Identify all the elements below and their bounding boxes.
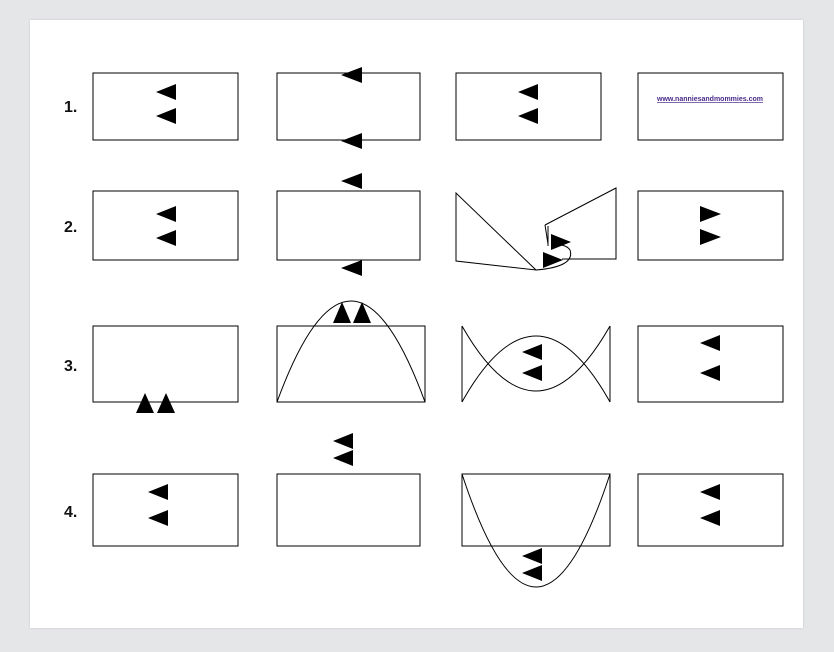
paper-rectangle [276, 473, 421, 547]
arrow-left-icon [522, 344, 542, 360]
step-1-4: www.nanniesandmommies.com [637, 72, 784, 141]
folded-flap-left [455, 191, 538, 271]
arrow-left-icon [522, 548, 542, 564]
fold-curve-lower [461, 325, 611, 392]
paper-rectangle [637, 190, 784, 261]
arrow-right-icon [543, 252, 563, 268]
arrow-right-icon [700, 206, 721, 222]
paper-rectangle [461, 473, 611, 547]
step-4-4 [637, 473, 784, 547]
paper-rectangle [276, 325, 426, 403]
row-label-4: 4. [64, 504, 77, 521]
arrow-right-icon [700, 229, 721, 245]
paper-rectangle [637, 325, 784, 403]
fold-curve-upper [461, 335, 611, 403]
arrow-left-icon [341, 67, 362, 83]
arrow-up-icon [136, 393, 154, 413]
row-label-3: 3. [64, 358, 77, 375]
step-1-2 [276, 67, 421, 149]
paper-rectangle [276, 72, 421, 141]
step-3-2 [276, 300, 426, 403]
arrow-left-icon [156, 108, 176, 124]
arrow-left-icon [700, 335, 720, 351]
arrow-left-icon [341, 260, 362, 276]
arrow-left-icon [522, 365, 542, 381]
step-2-3 [455, 187, 617, 271]
paper-rectangle [455, 72, 602, 141]
step-2-4 [637, 190, 784, 261]
paper-rectangle [92, 473, 239, 547]
paper-rectangle [92, 72, 239, 141]
step-4-1 [92, 473, 239, 547]
paper-rectangle [637, 72, 784, 141]
paper-rectangle [637, 473, 784, 547]
step-3-1 [92, 325, 239, 413]
arrow-left-icon [156, 206, 176, 222]
paper-rectangle [92, 190, 239, 261]
step-4-2 [276, 433, 421, 547]
website-link[interactable]: www.nanniesandmommies.com [656, 96, 763, 103]
arrow-up-icon [353, 302, 371, 323]
arrow-right-icon [551, 234, 571, 250]
step-2-1 [92, 190, 239, 261]
arrow-left-icon [156, 230, 176, 246]
step-3-4 [637, 325, 784, 403]
paper-rectangle [276, 190, 421, 261]
step-4-3 [461, 473, 611, 588]
arrow-up-icon [333, 302, 351, 323]
paper-sheet [30, 20, 803, 628]
step-1-1 [92, 72, 239, 141]
arrow-up-icon [157, 393, 175, 413]
step-2-2 [276, 173, 421, 276]
arrow-left-icon [333, 433, 353, 449]
arrow-left-icon [518, 108, 538, 124]
arrow-left-icon [156, 84, 176, 100]
arrow-left-icon [341, 173, 362, 189]
arrow-left-icon [148, 510, 168, 526]
step-3-3 [461, 325, 611, 403]
arrow-left-icon [700, 510, 720, 526]
fold-edge [544, 224, 549, 246]
paper-rectangle [92, 325, 239, 403]
folded-flap-right [544, 187, 617, 260]
arrow-left-icon [522, 565, 542, 581]
arrow-left-icon [518, 84, 538, 100]
arrow-left-icon [700, 484, 720, 500]
hanging-curve [461, 473, 611, 588]
step-1-3 [455, 72, 602, 141]
arch-curve [276, 300, 426, 403]
arrow-left-icon [148, 484, 168, 500]
row-label-2: 2. [64, 219, 77, 236]
arrow-left-icon [700, 365, 720, 381]
arrow-left-icon [333, 450, 353, 466]
row-label-1: 1. [64, 99, 77, 116]
arrow-left-icon [341, 133, 362, 149]
